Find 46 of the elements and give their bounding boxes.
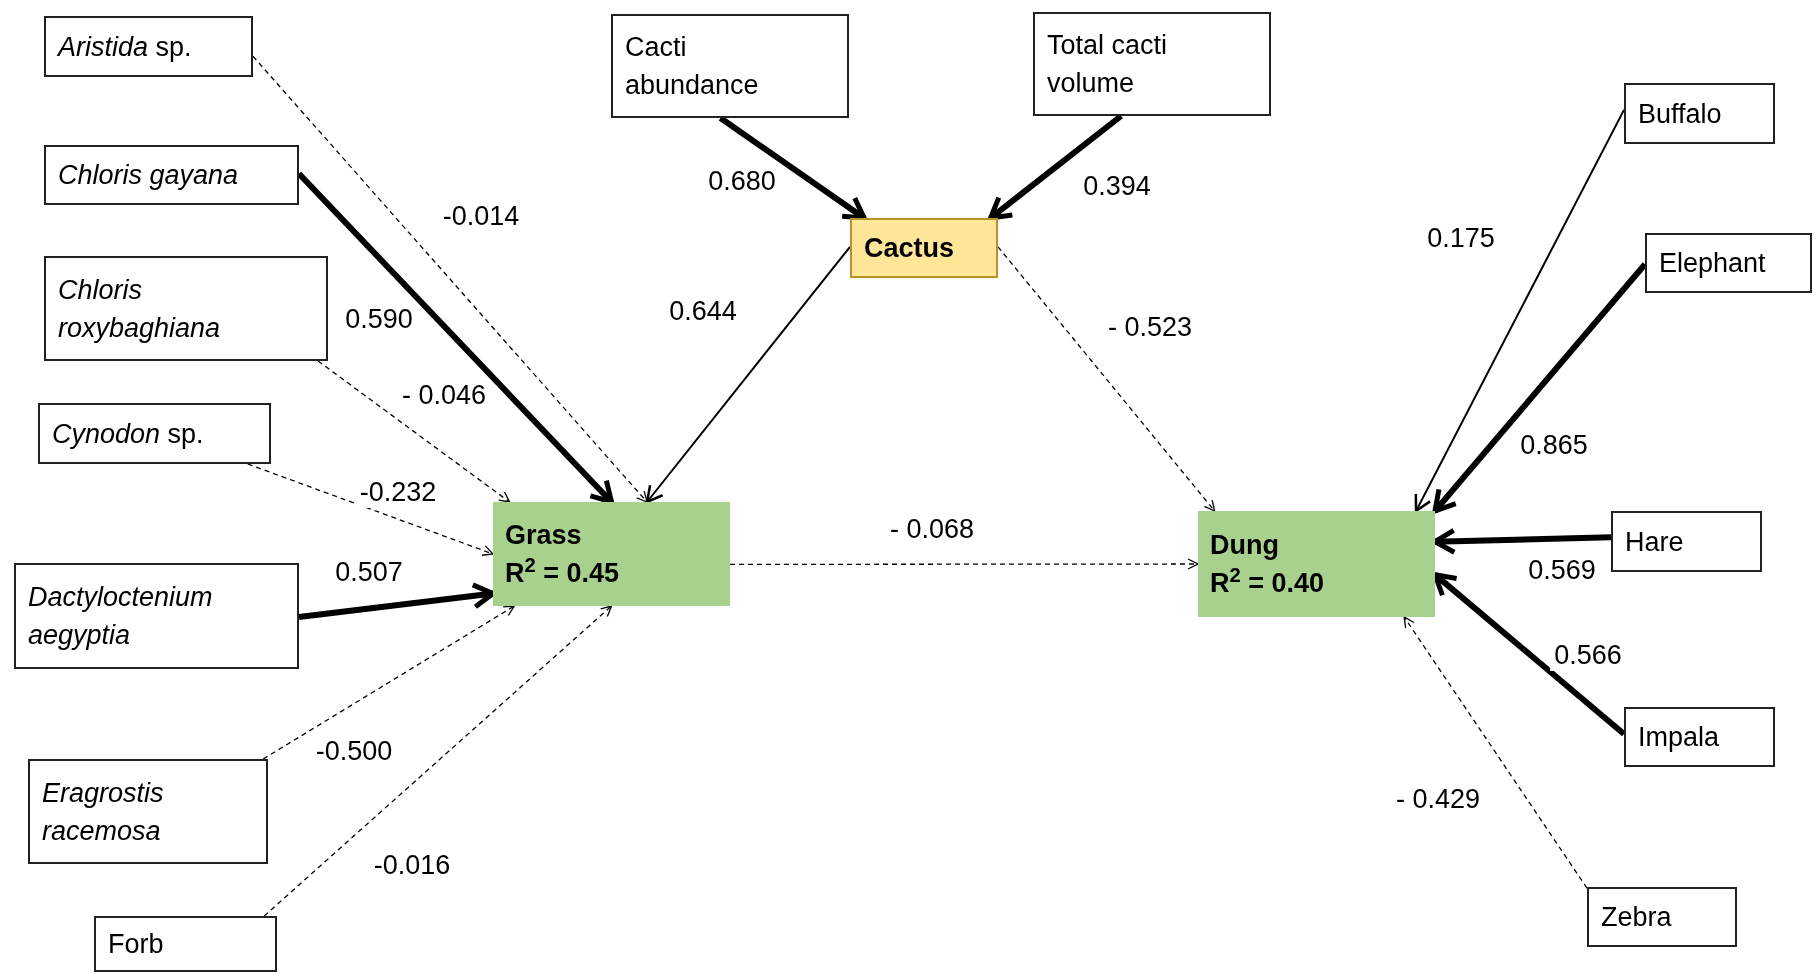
text-box xyxy=(38,403,271,464)
arrow xyxy=(1403,616,1588,889)
arrow xyxy=(729,558,1199,570)
arrow xyxy=(1414,108,1625,513)
node-text: Hare xyxy=(1625,525,1685,559)
text-box xyxy=(44,256,328,361)
node-text: Total cacti volume xyxy=(1047,29,1169,100)
text-box xyxy=(1645,233,1812,293)
node-text: Grass xyxy=(505,519,583,552)
text-box xyxy=(94,916,277,972)
variable-box xyxy=(1198,511,1435,617)
arrow xyxy=(262,605,515,760)
node-text: Elephant xyxy=(1659,247,1767,280)
node-text: Aristida sp. xyxy=(58,30,193,64)
node-text: Chloris gayana xyxy=(58,159,240,192)
text-box xyxy=(611,14,849,118)
text-box xyxy=(1611,511,1762,572)
node-text: Impala xyxy=(1638,721,1721,754)
text-box xyxy=(1033,12,1271,116)
node-text: Chloris roxybaghiana xyxy=(58,273,222,345)
arrow xyxy=(252,55,648,503)
arrow xyxy=(997,246,1216,512)
node-text: R$^{2}$ = 0.45 xyxy=(505,554,621,590)
node-text: Cacti abundance xyxy=(625,31,760,102)
arrow xyxy=(247,463,494,556)
text-box xyxy=(1624,83,1775,144)
node-text: Dactyloctenium aegyptia xyxy=(28,581,214,652)
variable-box xyxy=(850,218,998,278)
arrow xyxy=(645,245,851,504)
node-text: Dung xyxy=(1210,529,1280,562)
text-box xyxy=(1587,887,1737,947)
text-box xyxy=(1624,707,1775,767)
variable-box xyxy=(493,502,730,606)
node-text: Eragrostis racemosa xyxy=(42,776,165,848)
node-text: Zebra xyxy=(1601,901,1673,934)
text-box xyxy=(14,563,299,669)
arrow xyxy=(263,605,613,917)
node-text: Forb xyxy=(108,928,165,961)
text-box xyxy=(28,759,268,864)
arrow xyxy=(317,360,511,503)
node-text: R$^{2}$ = 0.40 xyxy=(1210,564,1326,600)
node-text: Buffalo xyxy=(1638,97,1723,131)
text-box xyxy=(44,16,253,77)
node-text: Cynodon sp. xyxy=(52,417,205,451)
node-text: Cactus xyxy=(864,232,956,265)
text-box xyxy=(44,145,299,205)
